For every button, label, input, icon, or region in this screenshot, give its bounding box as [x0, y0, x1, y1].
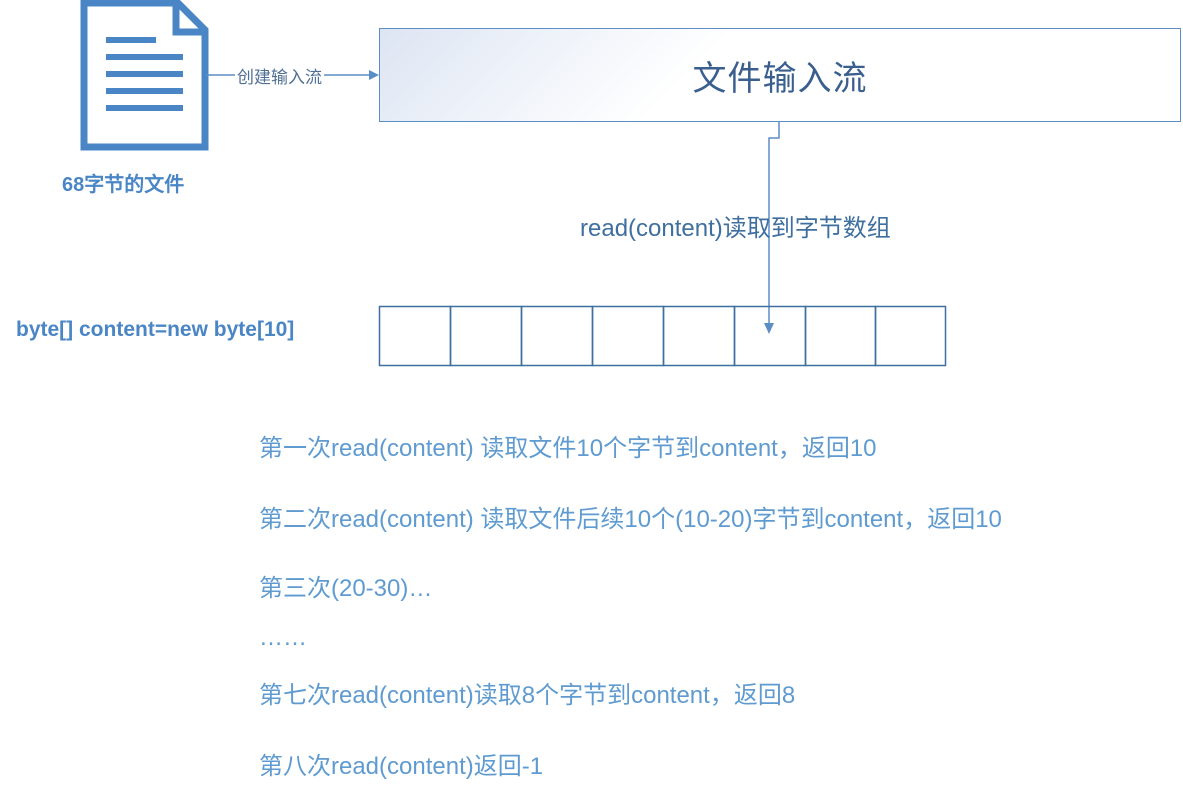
read-label: read(content)读取到字节数组 — [580, 215, 891, 242]
byte-array-label: byte[] content=new byte[10] — [16, 318, 295, 341]
array-cell — [449, 305, 523, 367]
step-line: 第八次read(content)返回-1 — [259, 753, 544, 780]
array-cell — [591, 305, 665, 367]
step-line: 第三次(20-30)… — [259, 575, 433, 602]
step-line: 第七次read(content)读取8个字节到content，返回8 — [259, 682, 796, 709]
read-connector-arrow — [764, 122, 780, 334]
byte-array-cells — [378, 305, 947, 367]
array-cell — [520, 305, 594, 367]
create-stream-label: 创建输入流 — [235, 63, 324, 88]
step-line: 第一次read(content) 读取文件10个字节到content，返回10 — [259, 435, 877, 462]
array-cell — [733, 305, 807, 367]
array-cell — [662, 305, 736, 367]
file-input-stream-box: 文件输入流 — [379, 28, 1181, 122]
stream-box-title: 文件输入流 — [692, 59, 868, 98]
step-line: …… — [259, 624, 307, 651]
array-cell — [874, 305, 947, 367]
step-line: 第二次read(content) 读取文件后续10个(10-20)字节到cont… — [259, 506, 1002, 533]
array-cell — [378, 305, 452, 367]
array-cell — [804, 305, 877, 367]
file-label: 68字节的文件 — [62, 174, 185, 196]
document-icon — [80, 0, 209, 151]
